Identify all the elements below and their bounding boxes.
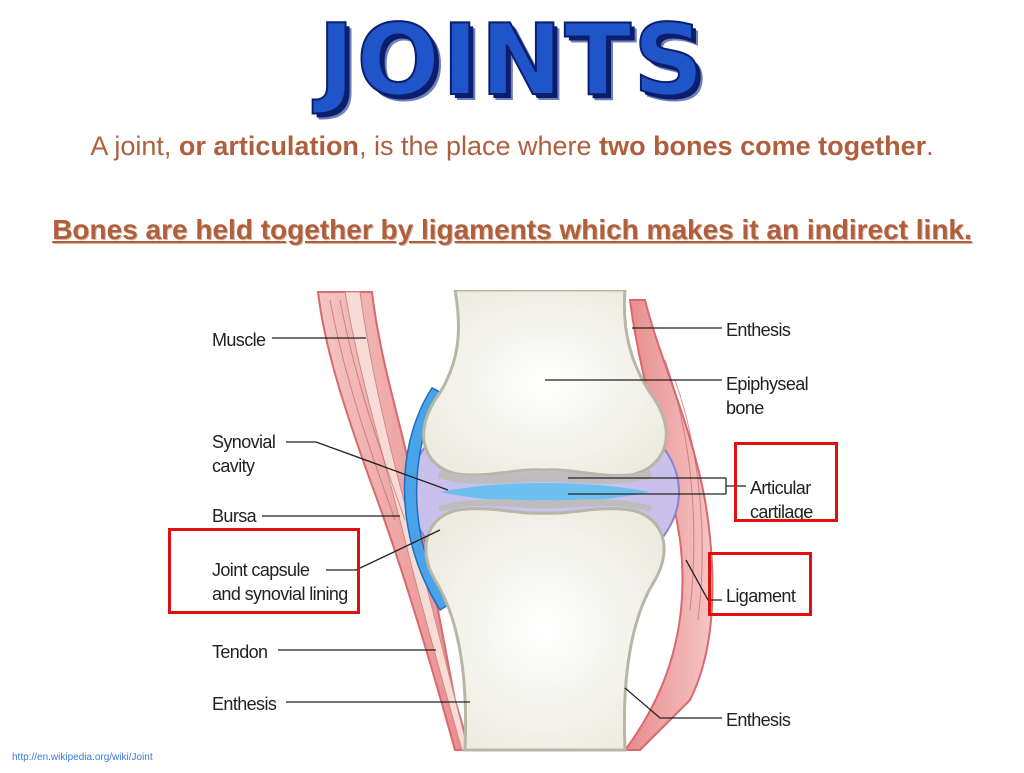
subtitle: Bones are held together by ligaments whi… <box>52 214 972 245</box>
label-enthesis-bottom: Enthesis <box>726 710 791 730</box>
intro-part-4: two bones come together <box>599 131 927 161</box>
label-articular-cartilage: Articular cartilage <box>750 478 813 522</box>
highlight-ligament <box>708 552 812 616</box>
intro-part-5: . <box>926 131 934 161</box>
intro-text: A joint, or articulation, is the place w… <box>40 128 984 165</box>
joint-illustration <box>262 288 746 752</box>
label-ligament: Ligament <box>726 586 796 606</box>
upper-bone <box>422 288 668 478</box>
intro-part-3: , is the place where <box>358 131 600 161</box>
joint-diagram: Muscle Synovial cavity Bursa Joint capsu… <box>0 288 1024 768</box>
label-bursa: Bursa <box>212 506 257 526</box>
label-synovial-cavity: Synovial cavity <box>212 432 276 476</box>
synovial-cavity <box>440 483 650 502</box>
label-enthesis-top: Enthesis <box>726 320 791 340</box>
highlight-joint-capsule <box>168 528 360 614</box>
page-title: JOINTS <box>317 4 706 118</box>
cartilage-upper <box>438 470 652 485</box>
label-enthesis-left: Enthesis <box>212 694 277 714</box>
label-tendon: Tendon <box>212 642 268 662</box>
lower-bone <box>424 507 666 752</box>
label-joint-capsule: Joint capsule and synovial lining <box>212 560 348 604</box>
cartilage-lower <box>438 499 652 512</box>
highlight-articular-cartilage <box>734 442 838 522</box>
label-epiphyseal-bone: Epiphyseal bone <box>726 374 809 418</box>
source-link[interactable]: http://en.wikipedia.org/wiki/Joint <box>12 752 153 763</box>
label-muscle: Muscle <box>212 330 266 350</box>
intro-part-1: A joint, <box>90 131 179 161</box>
intro-part-2: or articulation <box>178 131 359 161</box>
